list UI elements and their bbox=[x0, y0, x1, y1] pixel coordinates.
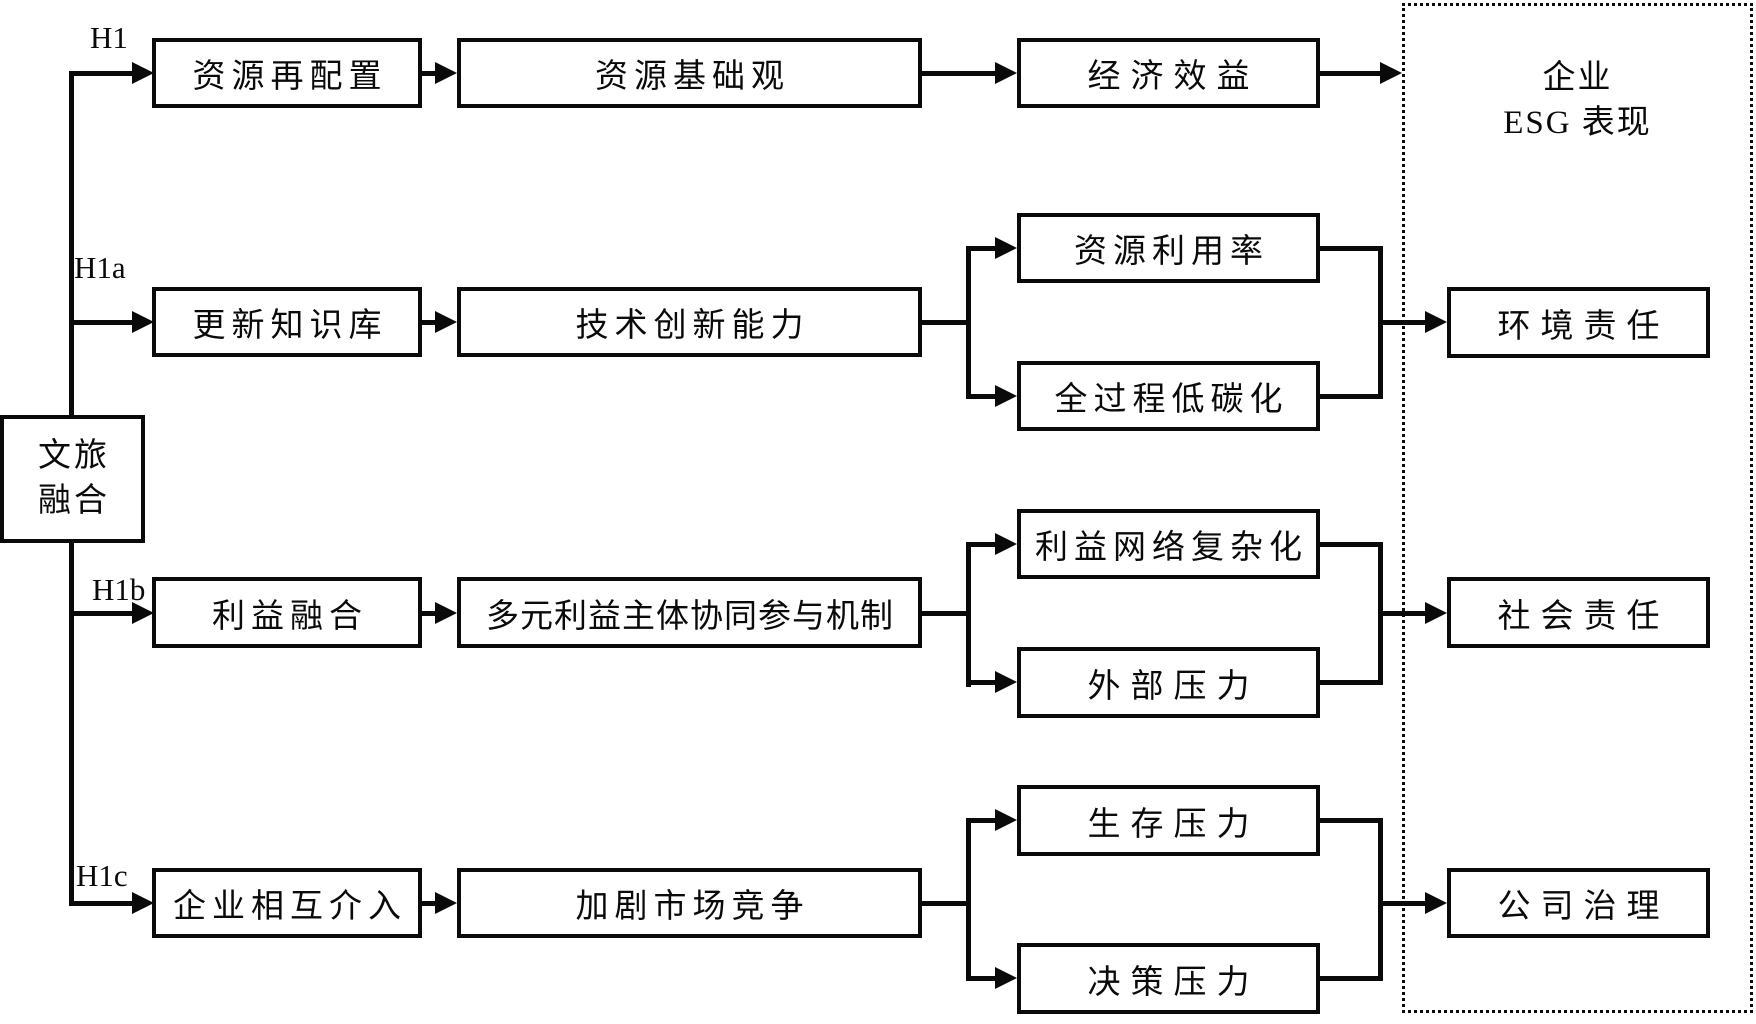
arrow-h1c-ante-med-line bbox=[422, 901, 439, 906]
node-decision-pressure: 决策压力 bbox=[1017, 943, 1320, 1014]
h1a-merge-top-stub bbox=[1320, 246, 1383, 251]
h1b-branch-vertical bbox=[966, 542, 971, 687]
arrow-h1c-out-head bbox=[1425, 892, 1447, 914]
node-market-competition: 加剧市场竞争 bbox=[457, 868, 922, 938]
arrow-trunk-h1-head bbox=[132, 62, 154, 84]
h1c-merge-bot-stub bbox=[1320, 976, 1383, 981]
h1c-branch-bot-head bbox=[995, 967, 1017, 989]
node-resource-reallocation: 资源再配置 bbox=[152, 38, 422, 108]
node-low-carbon-process: 全过程低碳化 bbox=[1017, 361, 1320, 431]
h1b-branch-top-line bbox=[966, 542, 997, 547]
arrow-h1b-out-head bbox=[1425, 602, 1447, 624]
source-line1: 文旅 bbox=[38, 438, 110, 474]
h1c-merge-vertical bbox=[1378, 818, 1383, 981]
h1c-merge-top-stub bbox=[1320, 818, 1383, 823]
arrow-h1b-ante-med-line bbox=[422, 611, 439, 616]
arrow-h1b-out-line bbox=[1378, 611, 1427, 616]
arrow-h1b-ante-med-head bbox=[435, 602, 457, 624]
arrow-h1-med-eco-line bbox=[922, 71, 997, 76]
arrow-h1-ante-med-head bbox=[435, 62, 457, 84]
h1a-branch-stub bbox=[922, 320, 971, 325]
arrow-h1a-out-head bbox=[1425, 311, 1447, 333]
h1c-branch-top-line bbox=[966, 818, 997, 823]
h1a-branch-top-line bbox=[966, 246, 997, 251]
arrow-h1-med-eco-head bbox=[995, 62, 1017, 84]
h1a-merge-bot-stub bbox=[1320, 394, 1383, 399]
arrow-h1a-out-line bbox=[1378, 320, 1427, 325]
node-knowledge-base-update: 更新知识库 bbox=[152, 287, 422, 357]
arrow-h1a-ante-med-head bbox=[435, 311, 457, 333]
arrow-trunk-h1-line bbox=[69, 71, 134, 76]
label-h1: H1 bbox=[90, 20, 128, 55]
h1b-branch-top-head bbox=[995, 533, 1017, 555]
h1b-branch-bot-head bbox=[995, 671, 1017, 693]
node-interest-network-complexity: 利益网络复杂化 bbox=[1017, 509, 1320, 579]
node-survival-pressure: 生存压力 bbox=[1017, 785, 1320, 856]
h1a-branch-bot-line bbox=[966, 394, 997, 399]
source-line2: 融合 bbox=[38, 483, 110, 519]
h1c-branch-top-head bbox=[995, 809, 1017, 831]
arrow-h1c-ante-med-head bbox=[435, 892, 457, 914]
h1b-merge-top-stub bbox=[1320, 542, 1383, 547]
label-h1c: H1c bbox=[76, 858, 128, 893]
node-interest-integration: 利益融合 bbox=[152, 577, 422, 648]
label-h1b: H1b bbox=[92, 572, 146, 607]
node-resource-utilization: 资源利用率 bbox=[1017, 213, 1320, 283]
arrow-h1a-ante-med-line bbox=[422, 320, 439, 325]
esg-panel-title: 企业 ESG 表现 bbox=[1402, 56, 1753, 146]
arrow-trunk-h1c-head bbox=[132, 892, 154, 914]
node-social-responsibility: 社会责任 bbox=[1447, 577, 1710, 648]
node-mutual-entry: 企业相互介入 bbox=[152, 868, 422, 938]
node-culture-tourism-integration: 文旅 融合 bbox=[0, 415, 145, 543]
label-h1a: H1a bbox=[74, 250, 126, 285]
h1c-branch-stub bbox=[922, 901, 971, 906]
h1a-branch-top-head bbox=[995, 237, 1017, 259]
esg-panel-title-line2: ESG 表现 bbox=[1503, 105, 1652, 141]
h1a-branch-vertical bbox=[966, 246, 971, 399]
node-economic-benefit: 经济效益 bbox=[1017, 38, 1320, 108]
arrow-trunk-h1b-head bbox=[132, 602, 154, 624]
arrow-trunk-h1a-line bbox=[69, 320, 134, 325]
esg-outcome-panel bbox=[1402, 3, 1753, 1013]
node-external-pressure: 外部压力 bbox=[1017, 647, 1320, 718]
node-corporate-governance: 公司治理 bbox=[1447, 868, 1710, 938]
node-stakeholder-mechanism: 多元利益主体协同参与机制 bbox=[457, 577, 922, 648]
arrow-h1-eco-panel-line bbox=[1320, 71, 1382, 76]
node-tech-innovation: 技术创新能力 bbox=[457, 287, 922, 357]
h1c-branch-vertical bbox=[966, 818, 971, 981]
arrow-h1c-out-line bbox=[1378, 901, 1427, 906]
esg-panel-title-line1: 企业 bbox=[1542, 60, 1613, 96]
arrow-trunk-h1b-line bbox=[69, 611, 134, 616]
arrow-trunk-h1a-head bbox=[132, 311, 154, 333]
h1a-branch-bot-head bbox=[995, 385, 1017, 407]
h1b-branch-stub bbox=[922, 611, 971, 616]
arrow-trunk-h1c-line bbox=[69, 901, 134, 906]
h1c-branch-bot-line bbox=[966, 976, 997, 981]
node-resource-based-view: 资源基础观 bbox=[457, 38, 922, 108]
arrow-h1-ante-med-line bbox=[422, 71, 439, 76]
h1b-merge-bot-stub bbox=[1320, 680, 1383, 685]
node-environmental-responsibility: 环境责任 bbox=[1447, 287, 1710, 358]
h1b-branch-bot-line bbox=[966, 680, 997, 685]
arrow-h1-eco-panel-head bbox=[1380, 62, 1402, 84]
